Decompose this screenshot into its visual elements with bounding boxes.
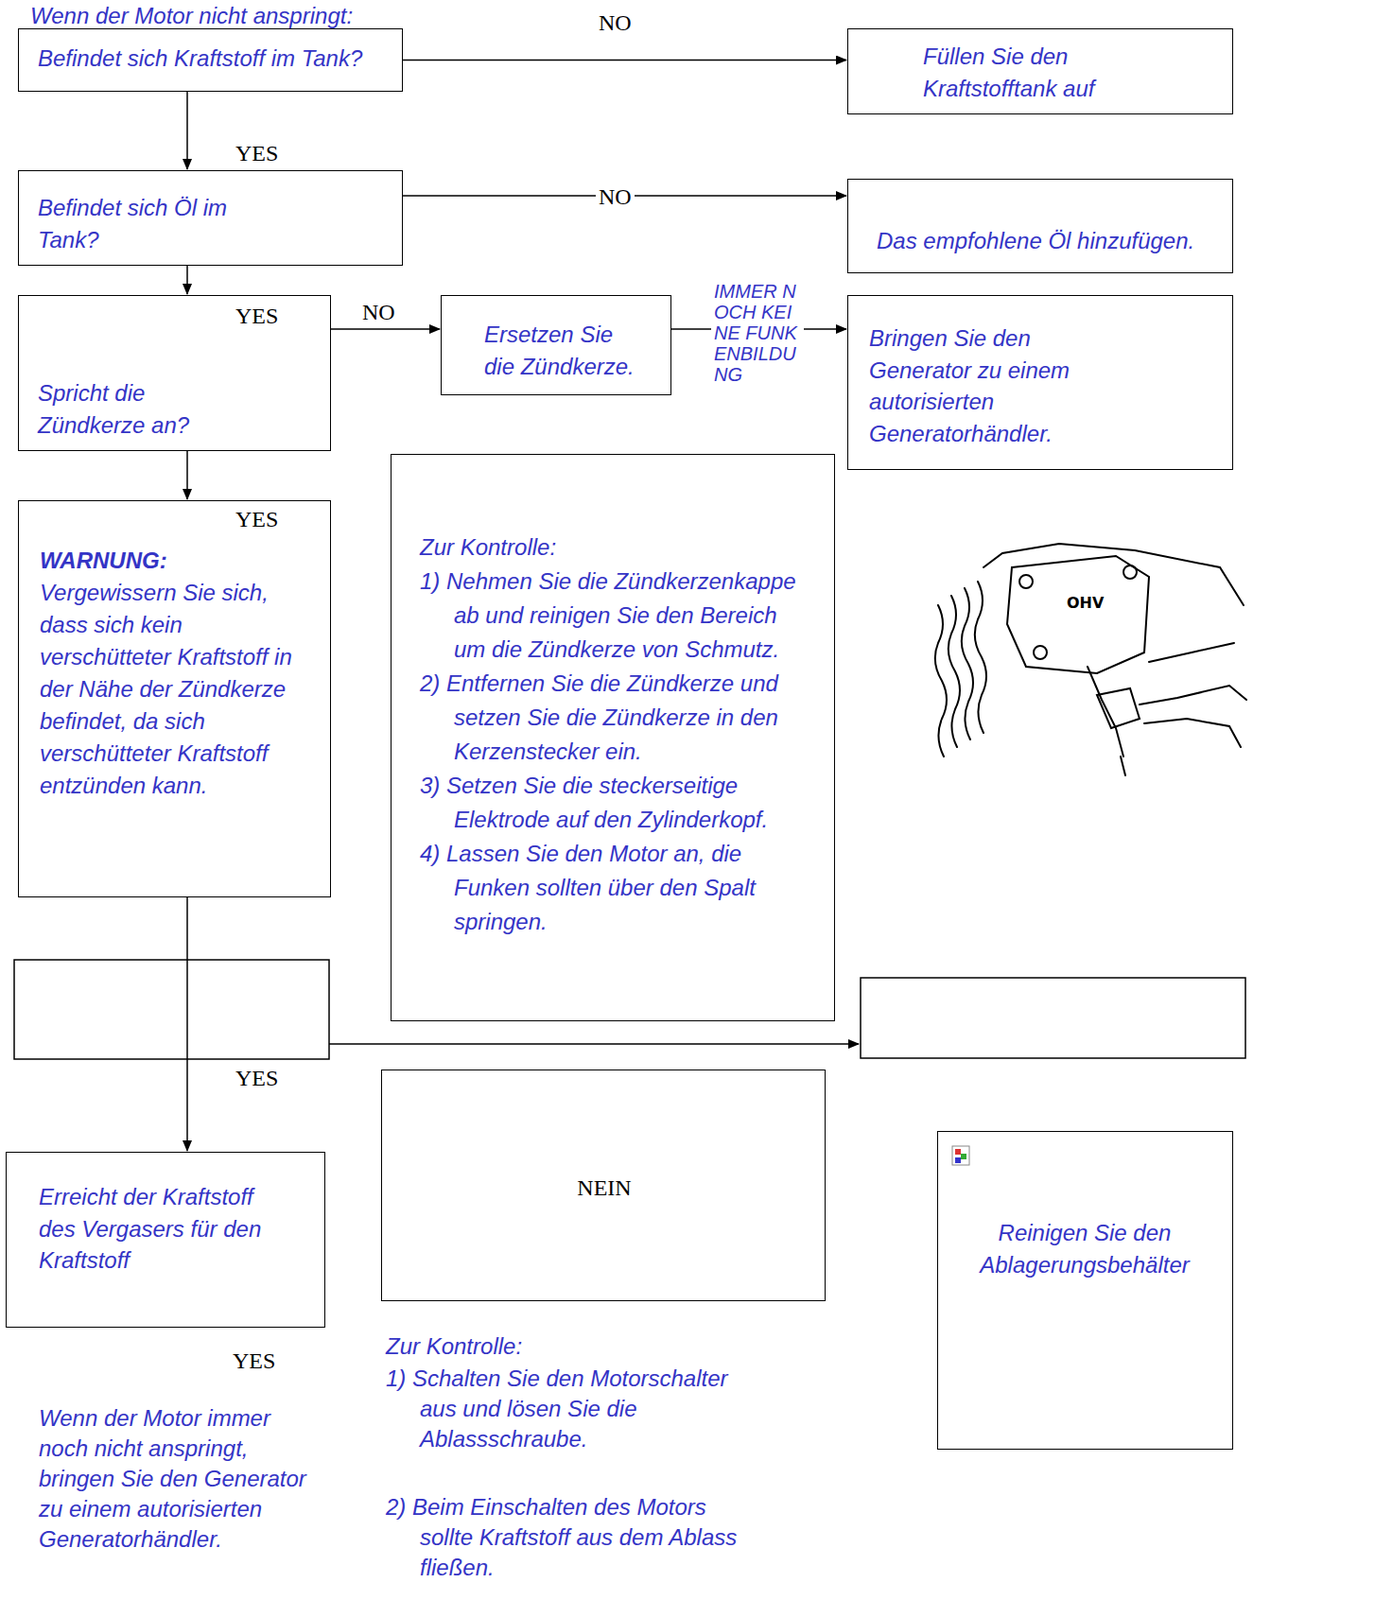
process-box: WARNUNG:Vergewissern Sie sich, dass sich… (17, 500, 331, 898)
rocker-cover (1007, 556, 1149, 674)
spark-gap (1120, 756, 1126, 776)
empty-box (14, 959, 330, 1060)
process-box: Reinigen Sie den Ablagerungsbehälter (937, 1131, 1234, 1450)
process-box: Füllen Sie den Kraftstofftank auf (847, 28, 1234, 115)
engine-outline (983, 543, 1244, 606)
process-box: Befindet sich Kraftstoff im Tank? (17, 28, 403, 92)
process-box: Zur Kontrolle:1) Nehmen Sie die Zündkerz… (390, 453, 836, 1022)
engine-edge (1148, 643, 1235, 662)
edge-label: NO (595, 9, 635, 37)
edge-label: NO (595, 183, 635, 211)
box-text: Das empfohlene Öl hinzufügen. (876, 225, 1227, 258)
step-text: 2) Beim Einschalten des Motors sollte Kr… (385, 1492, 765, 1584)
edge-label: YES (232, 505, 281, 534)
process-box: Ersetzen Sie die Zündkerze. (440, 295, 672, 396)
hand (1144, 718, 1241, 748)
title: Wenn der Motor nicht anspringt: (30, 0, 1375, 33)
edge-label: NO (359, 298, 399, 327)
step-text: 2) Entfernen Sie die Zündkerze und setze… (419, 666, 808, 769)
cooling-fin (935, 605, 947, 757)
process-box: Bringen Sie den Generator zu einem autor… (847, 295, 1234, 470)
edge-label: YES (232, 1064, 281, 1093)
warning-heading: WARNUNG: (39, 544, 314, 577)
plug-wire (1087, 666, 1124, 757)
bolt (1019, 574, 1033, 589)
yes-label: YES (232, 1347, 276, 1375)
edge-label: IMMER NOCH KEINE FUNKENBILDUNG (711, 280, 804, 385)
box-text: Reinigen Sie den Ablagerungsbehälter (947, 1217, 1222, 1281)
box-text: Füllen Sie den Kraftstofftank auf (922, 40, 1207, 105)
box-text: Befindet sich Öl im Tank? (37, 191, 294, 256)
box-text: Vergewissern Sie sich, dass sich kein ve… (39, 576, 314, 802)
cooling-fin (948, 595, 960, 748)
flow-arrow (186, 265, 189, 295)
process-box: Erreicht der Kraftstoff des Vergasers fü… (5, 1151, 326, 1328)
step-text: 1) Nehmen Sie die Zündkerzenkappe ab und… (419, 564, 808, 667)
spark-plug (1096, 688, 1140, 729)
step-text: 1) Schalten Sie den Motorschalter aus un… (385, 1363, 765, 1455)
edge-label: YES (232, 302, 281, 331)
bolt (1033, 645, 1047, 660)
bolt (1123, 565, 1137, 579)
box-text: Bringen Sie den Generator zu einem autor… (869, 322, 1115, 450)
process-box: Spricht die Zündkerze an? (17, 295, 331, 452)
arrow-line (329, 1043, 859, 1045)
flow-arrow (186, 91, 189, 170)
box-text: Ersetzen Sie die Zündkerze. (484, 318, 645, 383)
cooling-fin (961, 588, 974, 740)
flow-arrow (330, 328, 440, 331)
cooling-fin (974, 581, 987, 733)
step-text: 4) Lassen Sie den Motor an, die Funken s… (419, 836, 808, 940)
empty-box (860, 977, 1246, 1059)
step-text: 3) Setzen Sie die steckerseitige Elektro… (419, 768, 808, 837)
flow-arrow (402, 59, 847, 62)
flow-arrow (186, 451, 189, 500)
box-text: Erreicht der Kraftstoff des Vergasers fü… (38, 1181, 295, 1277)
engine-marking: OHV (1066, 593, 1104, 612)
flow-arrow (186, 897, 189, 1151)
box-text: NEIN (382, 1174, 827, 1202)
hand (1139, 685, 1247, 705)
process-box: NEIN (381, 1069, 826, 1302)
note-text: Wenn der Motor immer noch nicht anspring… (38, 1403, 315, 1555)
process-box: Befindet sich Öl im Tank? (17, 170, 403, 266)
process-box: Das empfohlene Öl hinzufügen. (847, 178, 1234, 274)
spark-plug-illustration (935, 543, 1247, 776)
box-text: Befindet sich Kraftstoff im Tank? (37, 42, 388, 75)
broken-image-icon (952, 1146, 970, 1166)
note-text: Zur Kontrolle: (385, 1331, 765, 1362)
edge-label: YES (232, 139, 281, 168)
box-text: Spricht die Zündkerze an? (37, 377, 227, 441)
box-heading: Zur Kontrolle: (419, 530, 808, 565)
